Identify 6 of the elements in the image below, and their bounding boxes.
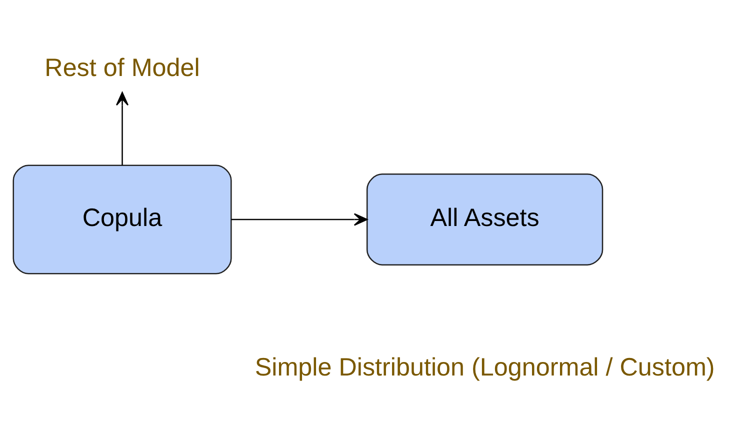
node-label: Simple Distribution (Lognormal / Custom) [254, 353, 715, 382]
arrow [116, 91, 129, 165]
node-box: All Assets [366, 173, 604, 265]
arrow [231, 212, 368, 226]
node-text: Rest of Model [44, 53, 200, 82]
node-box: Copula [12, 164, 232, 274]
